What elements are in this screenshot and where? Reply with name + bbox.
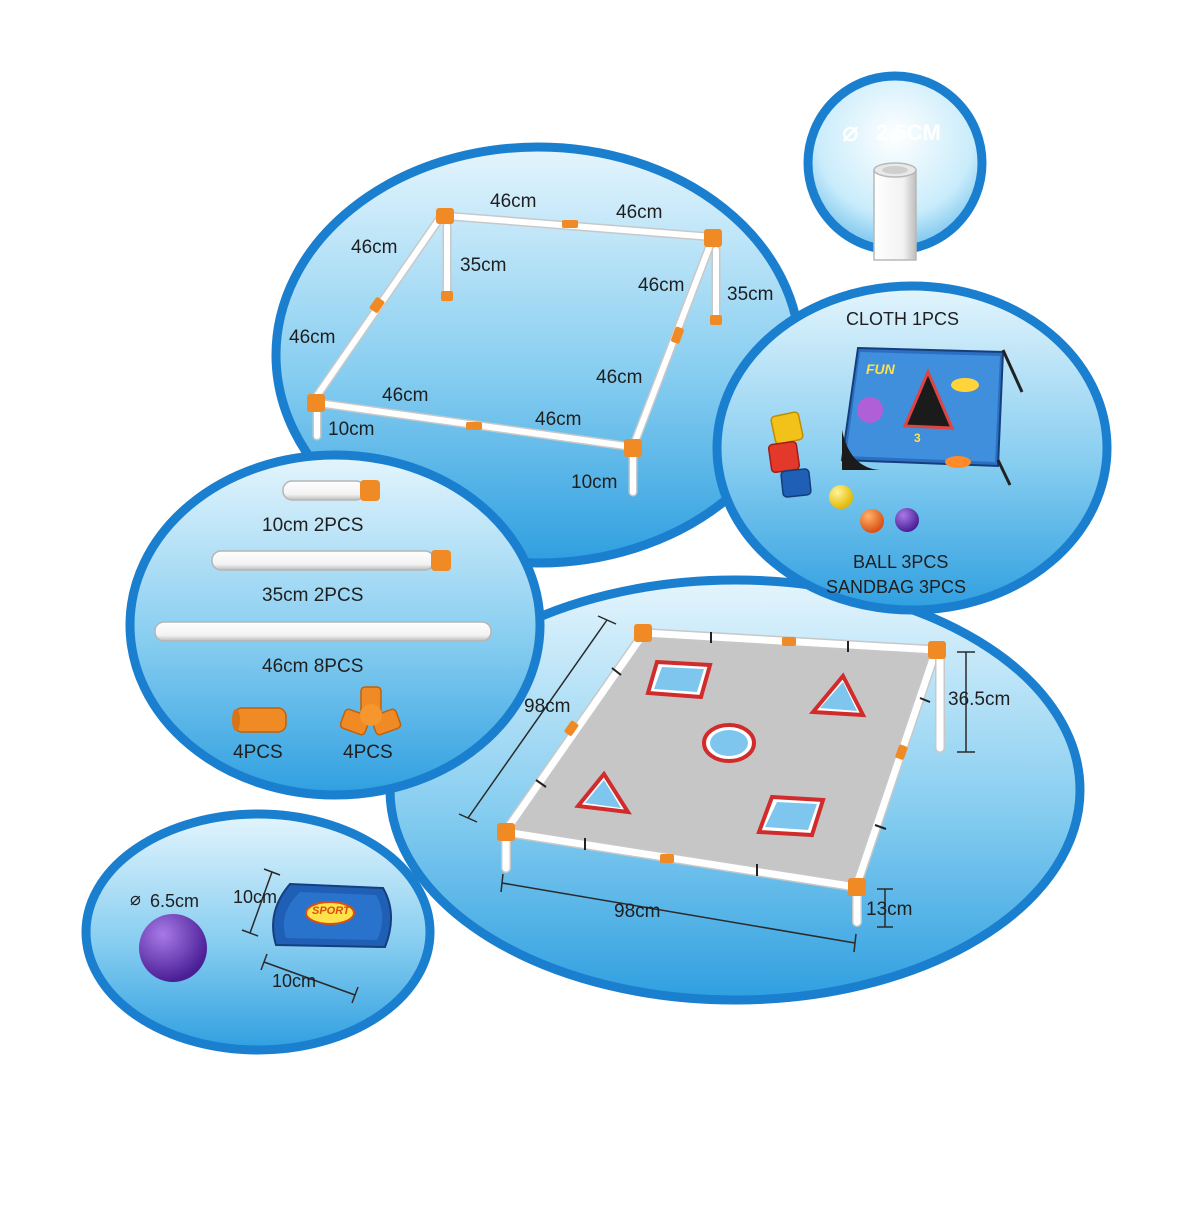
dimension-lines [458, 615, 975, 953]
part-10cm-label: 10cm 2PCS [262, 515, 364, 536]
three-way-connector-label: 4PCS [343, 742, 393, 763]
frame-bottom-right-label: 46cm [535, 409, 582, 430]
ball-label: BALL 3PCS [853, 552, 949, 572]
frame-right-lower-label: 46cm [596, 367, 643, 388]
ball-diameter-label: 6.5cm [150, 891, 200, 911]
sandbag-group [767, 411, 812, 498]
cloth-text: FUN [866, 361, 895, 377]
part-pipe-46cm [154, 621, 492, 642]
assembled-height-label: 36.5cm [948, 689, 1011, 710]
sandbag-text: SPORT [312, 905, 350, 917]
target-holes-inner [585, 667, 857, 830]
frame-left-upper-label: 46cm [351, 237, 398, 258]
frame-right-upper-label: 46cm [638, 275, 685, 296]
frame-top-right-label: 46cm [616, 202, 663, 223]
ball-group [829, 485, 919, 533]
cloth-banner [840, 346, 1024, 486]
part-three-way-connector [339, 686, 402, 736]
sandbag-width-label: 10cm [272, 971, 317, 991]
part-pipe-10cm [282, 480, 380, 501]
frame-bottom-left-label: 46cm [382, 385, 429, 406]
part-straight-connector [232, 707, 287, 733]
frame-post-right-label: 35cm [727, 284, 774, 305]
diameter-symbol: ⌀ [842, 116, 859, 147]
frame-left-lower-label: 46cm [289, 327, 336, 348]
assembled-bottom-label: 98cm [614, 901, 661, 922]
frame-connectors [307, 208, 722, 457]
target-frame-joints [535, 632, 931, 876]
sandbag-label: SANDBAG 3PCS [826, 577, 967, 597]
target-frame-connectors [497, 624, 946, 896]
frame-top-left-label: 46cm [490, 191, 537, 212]
single-ball [139, 914, 207, 982]
frame-leg-right-label: 10cm [571, 472, 618, 493]
sandbag-height-label: 10cm [233, 887, 278, 907]
sandbag-dimension-lines [241, 868, 359, 1004]
part-46cm-label: 46cm 8PCS [262, 656, 364, 677]
part-pipe-35cm [211, 550, 451, 571]
assembled-leg-label: 13cm [866, 899, 913, 920]
frame-post-left-label: 35cm [460, 255, 507, 276]
pipe-cross-section [873, 162, 917, 261]
straight-connector-label: 4PCS [233, 742, 283, 763]
single-sandbag [272, 882, 392, 949]
assembled-side-label: 98cm [524, 696, 571, 717]
part-35cm-label: 35cm 2PCS [262, 585, 364, 606]
cloth-label: CLOTH 1PCS [846, 309, 960, 329]
cloth-number: 3 [914, 431, 921, 445]
ball-diameter-symbol: ⌀ [130, 889, 141, 909]
frame-leg-left-label: 10cm [328, 419, 375, 440]
pipe-diameter-label: 2.5CM [876, 120, 941, 145]
